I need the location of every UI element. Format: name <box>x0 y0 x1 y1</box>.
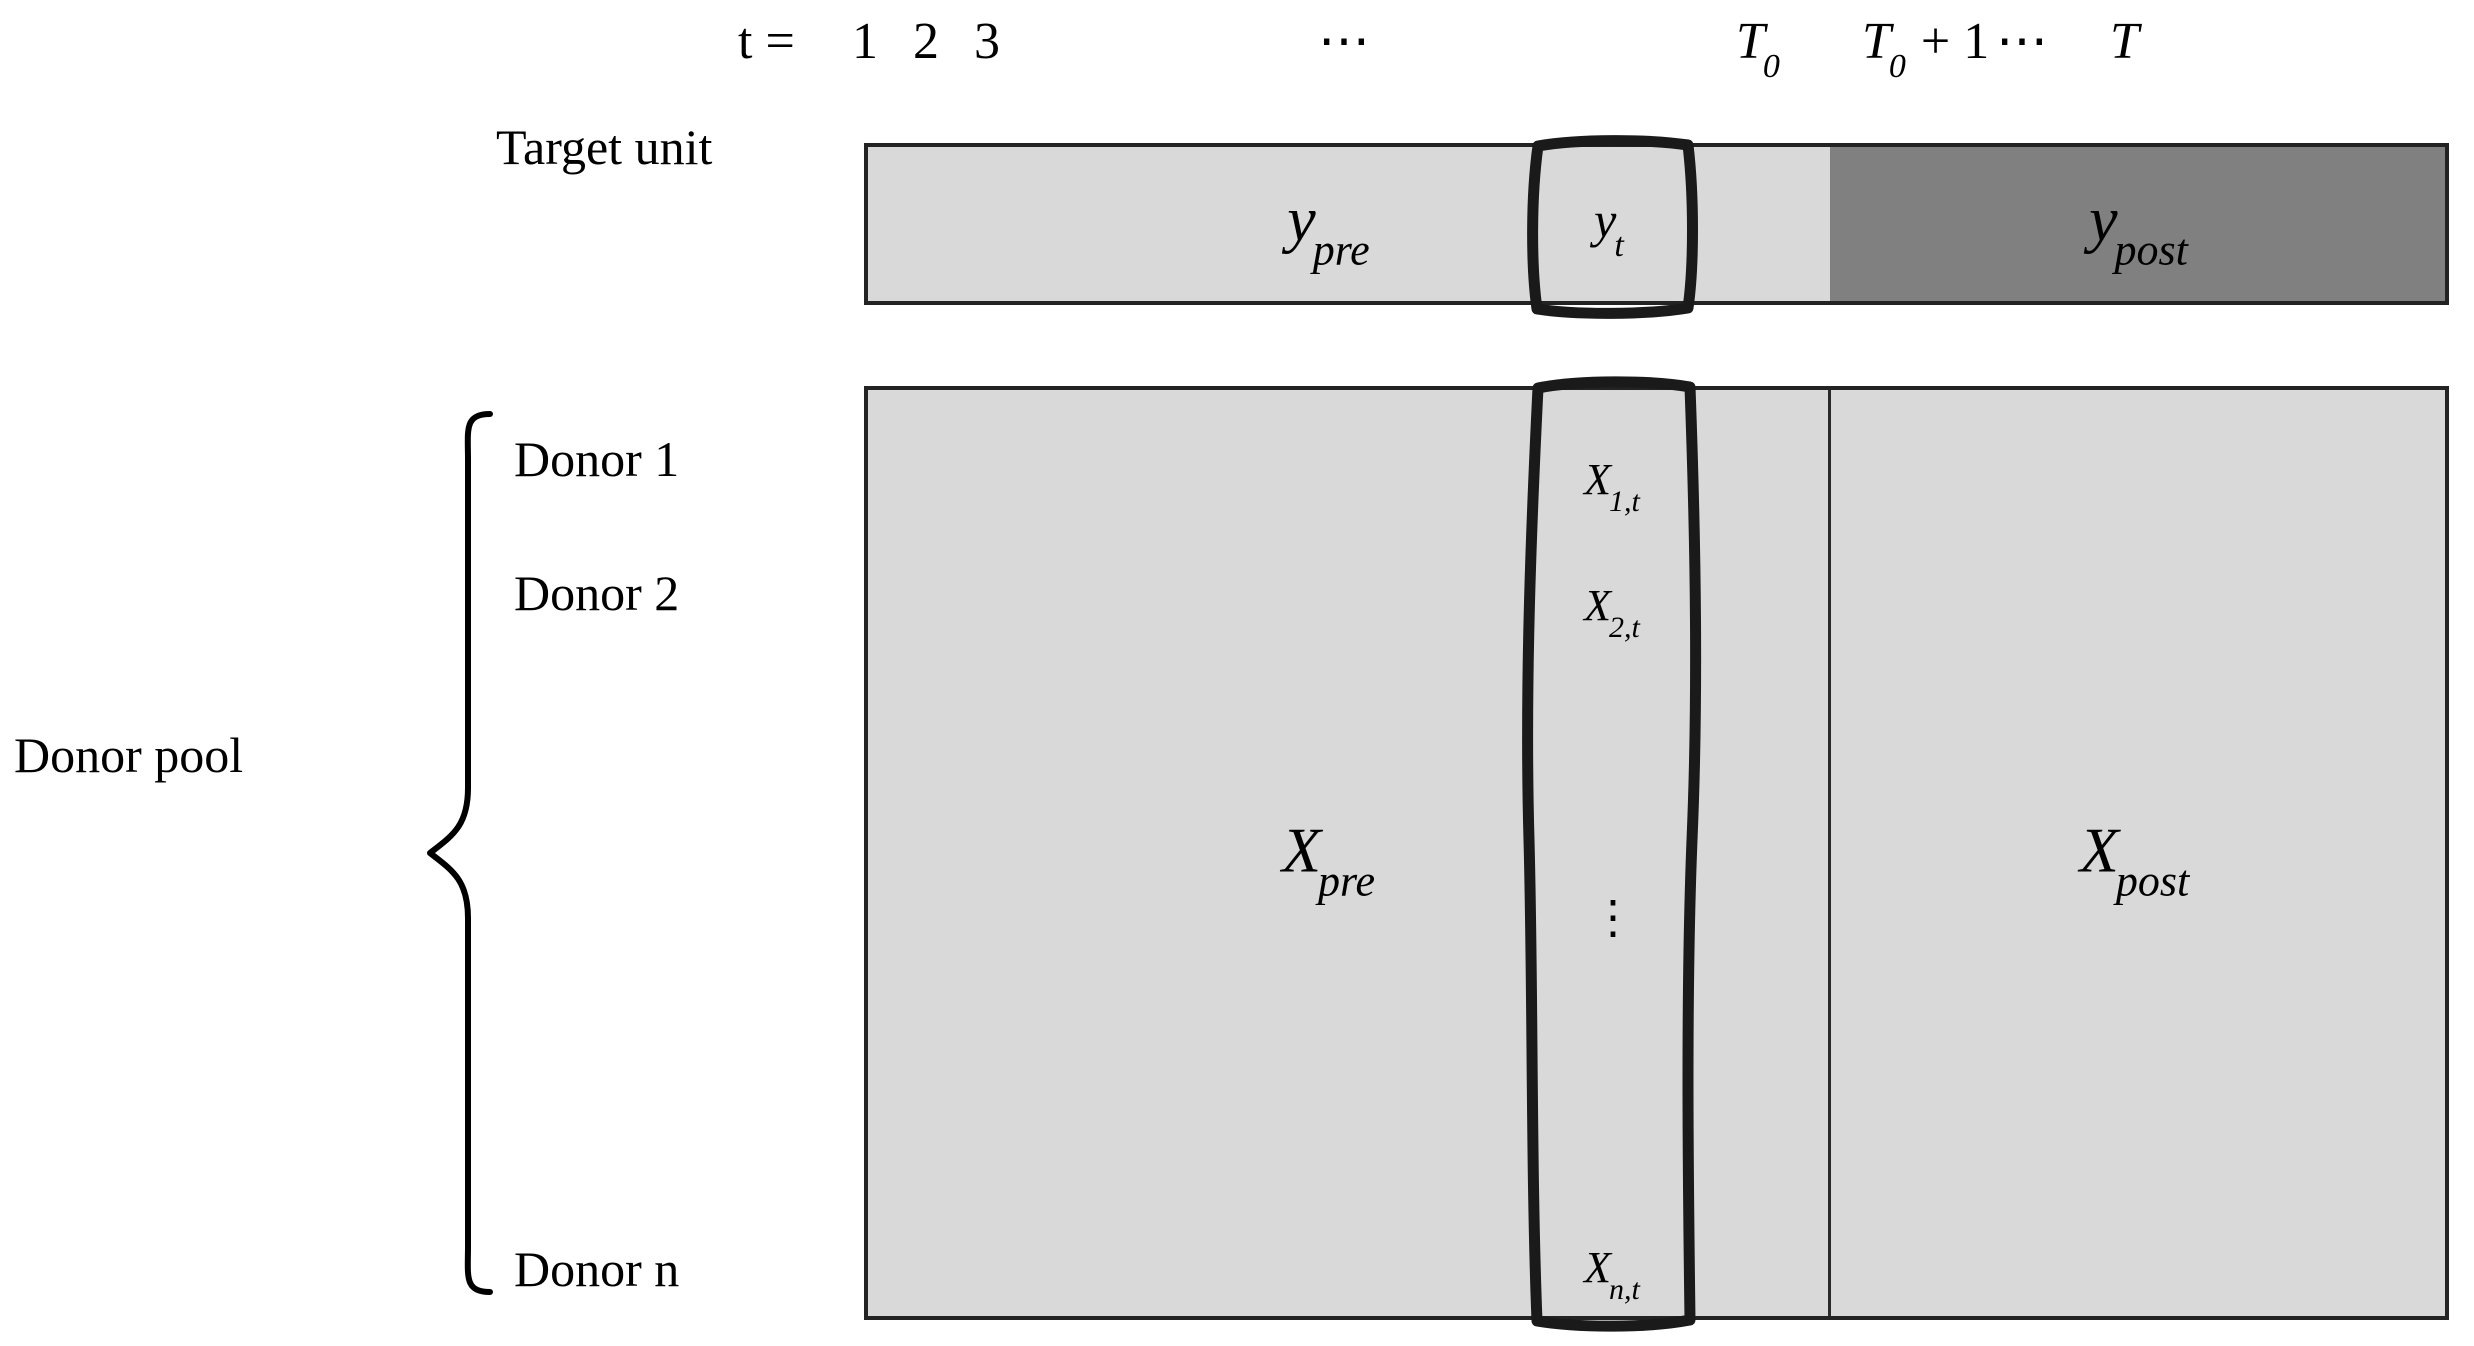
y-t-label: yt <box>1594 192 1626 263</box>
time-tick-T0-plus-1-suffix: + 1 <box>1907 13 1990 70</box>
donor-pool-label: Donor pool <box>14 727 244 783</box>
y-post-label: ypost <box>2089 187 2191 272</box>
X-n-t-cell: Xn,t <box>1584 1243 1642 1305</box>
y-t-base: y <box>1594 192 1617 248</box>
X-1-t-sub: 1,t <box>1609 484 1640 518</box>
X-n-t-base: X <box>1584 1243 1612 1293</box>
X-1-t-base: X <box>1584 455 1612 505</box>
donor-1-label: Donor 1 <box>514 431 680 487</box>
y-pre-label: ypre <box>1287 187 1372 272</box>
donor-matrix <box>864 386 2449 1320</box>
y-post-base: y <box>2089 183 2118 255</box>
X-pre-label: Xpre <box>1282 818 1378 903</box>
time-tick-3: 3 <box>974 13 1000 70</box>
time-tick-T0-base: T <box>1736 13 1765 70</box>
X-2-t-cell: X2,t <box>1584 581 1642 643</box>
X-pre-base: X <box>1281 814 1322 886</box>
donor-pool-brace <box>427 411 493 1295</box>
time-tick-ellipsis-2: ⋯ <box>1996 13 2052 70</box>
y-t-sub: t <box>1614 227 1624 264</box>
X-1-t-cell: X1,t <box>1584 455 1642 517</box>
time-tick-T: T <box>2110 13 2139 70</box>
X-post-base: X <box>2079 814 2119 886</box>
y-pre-sub: pre <box>1312 225 1370 275</box>
y-post-sub: post <box>2114 225 2188 275</box>
time-tick-T0-plus-1-sub: 0 <box>1888 48 1906 86</box>
y-pre-base: y <box>1287 183 1316 255</box>
time-tick-T0-sub: 0 <box>1762 48 1780 86</box>
target-unit-label: Target unit <box>496 119 713 175</box>
X-n-t-sub: n,t <box>1609 1272 1640 1306</box>
target-unit-bar <box>864 143 2449 305</box>
donor-column-vertical-ellipsis: ⋮ <box>1590 892 1636 943</box>
time-tick-T0: T0 <box>1736 13 1782 84</box>
X-post-label: Xpost <box>2080 818 2192 903</box>
donor-pre-post-divider <box>1828 390 1831 1316</box>
donor-2-label: Donor 2 <box>514 565 680 621</box>
time-tick-ellipsis-1: ⋯ <box>1318 13 1374 70</box>
time-tick-T0-plus-1: T0 + 1 <box>1862 13 1990 84</box>
target-post-region <box>1830 147 2445 301</box>
X-post-sub: post <box>2115 856 2190 906</box>
time-tick-1: 1 <box>852 13 878 70</box>
time-axis-prefix: t = <box>738 13 795 70</box>
donor-n-label: Donor n <box>514 1241 680 1297</box>
time-tick-2: 2 <box>913 13 939 70</box>
time-tick-T0-plus-1-base: T <box>1862 13 1891 70</box>
X-2-t-sub: 2,t <box>1609 610 1640 644</box>
X-pre-sub: pre <box>1318 856 1376 906</box>
X-2-t-base: X <box>1584 581 1612 631</box>
